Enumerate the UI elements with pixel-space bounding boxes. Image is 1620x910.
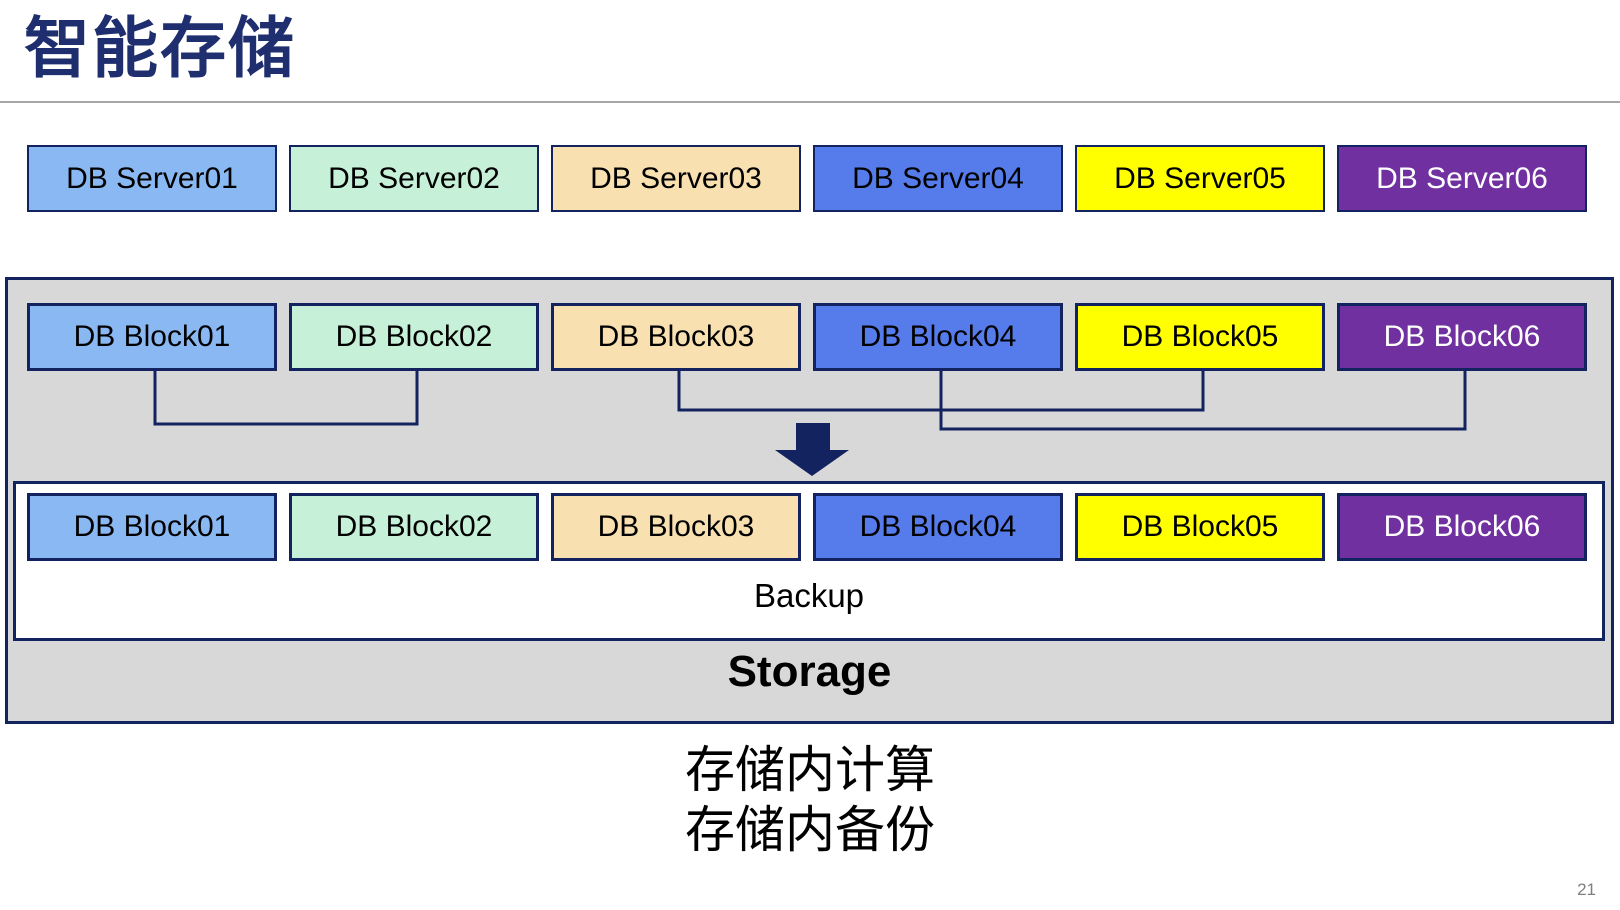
db-block-backup-06-box: DB Block06 bbox=[1337, 493, 1587, 561]
db-server-02-box: DB Server02 bbox=[289, 145, 539, 212]
db-block-backup-04-box: DB Block04 bbox=[813, 493, 1063, 561]
db-block-source-row: DB Block01 DB Block02 DB Block03 DB Bloc… bbox=[27, 303, 1587, 371]
db-block-backup-row: DB Block01 DB Block02 DB Block03 DB Bloc… bbox=[27, 493, 1587, 561]
db-block-source-06-box: DB Block06 bbox=[1337, 303, 1587, 371]
db-server-01-box: DB Server01 bbox=[27, 145, 277, 212]
caption-line-2: 存储内备份 bbox=[685, 802, 935, 858]
db-server-05-box: DB Server05 bbox=[1075, 145, 1325, 212]
db-server-06-box: DB Server06 bbox=[1337, 145, 1587, 212]
db-server-04-box: DB Server04 bbox=[813, 145, 1063, 212]
page-title: 智能存储 bbox=[24, 11, 296, 85]
down-arrow-icon bbox=[775, 423, 849, 476]
db-block-source-03-box: DB Block03 bbox=[551, 303, 801, 371]
storage-container: DB Block01 DB Block02 DB Block03 DB Bloc… bbox=[5, 277, 1614, 724]
db-server-row: DB Server01 DB Server02 DB Server03 DB S… bbox=[27, 145, 1587, 212]
backup-box: DB Block01 DB Block02 DB Block03 DB Bloc… bbox=[13, 481, 1605, 641]
db-block-backup-03-box: DB Block03 bbox=[551, 493, 801, 561]
db-server-03-box: DB Server03 bbox=[551, 145, 801, 212]
db-block-source-01-box: DB Block01 bbox=[27, 303, 277, 371]
caption: 存储内计算 存储内备份 bbox=[0, 740, 1620, 860]
backup-label: Backup bbox=[753, 577, 865, 614]
db-block-backup-01-box: DB Block01 bbox=[27, 493, 277, 561]
caption-text: 存储内计算 存储内备份 bbox=[685, 740, 935, 860]
connector-block03-block05 bbox=[677, 371, 1205, 412]
db-block-source-05-box: DB Block05 bbox=[1075, 303, 1325, 371]
connector-block01-block02 bbox=[153, 371, 419, 426]
caption-line-1: 存储内计算 bbox=[685, 742, 935, 798]
storage-label: Storage bbox=[727, 647, 892, 696]
page-number: 21 bbox=[1577, 880, 1596, 899]
db-block-backup-05-box: DB Block05 bbox=[1075, 493, 1325, 561]
db-block-source-04-box: DB Block04 bbox=[813, 303, 1063, 371]
db-block-source-02-box: DB Block02 bbox=[289, 303, 539, 371]
db-block-backup-02-box: DB Block02 bbox=[289, 493, 539, 561]
connector-block04-block06 bbox=[939, 371, 1467, 431]
title-divider bbox=[0, 101, 1620, 103]
